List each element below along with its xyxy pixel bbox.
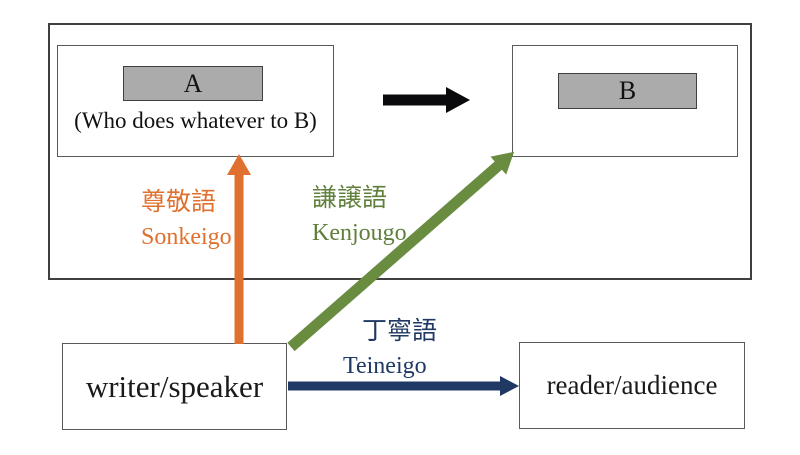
kenjougo-label: 謙譲語 Kenjougo xyxy=(312,182,407,250)
subject-b-box: B xyxy=(512,45,738,157)
writer-speaker-box: writer/speaker xyxy=(62,343,287,430)
writer-speaker-label: writer/speaker xyxy=(85,368,264,404)
sonkeigo-romaji: Sonkeigo xyxy=(141,224,232,250)
reader-audience-box: reader/audience xyxy=(519,342,745,429)
subject-a-box: A (Who does whatever to B) xyxy=(57,45,334,157)
subject-a-chip: A xyxy=(123,66,263,101)
subject-b-label: B xyxy=(618,76,637,105)
sonkeigo-label: 尊敬語 Sonkeigo xyxy=(141,186,232,254)
kenjougo-kanji: 謙譲語 xyxy=(312,185,388,212)
subject-a-label: A xyxy=(183,68,203,98)
teineigo-romaji: Teineigo xyxy=(343,353,427,379)
subject-a-caption: (Who does whatever to B) xyxy=(74,108,317,133)
teineigo-kanji: 丁寧語 xyxy=(362,318,438,345)
subject-b-chip: B xyxy=(558,73,697,109)
kenjougo-romaji: Kenjougo xyxy=(312,220,407,246)
reader-audience-label: reader/audience xyxy=(546,370,718,400)
sonkeigo-kanji: 尊敬語 xyxy=(141,189,217,216)
teineigo-label: 丁寧語 Teineigo xyxy=(343,315,437,383)
